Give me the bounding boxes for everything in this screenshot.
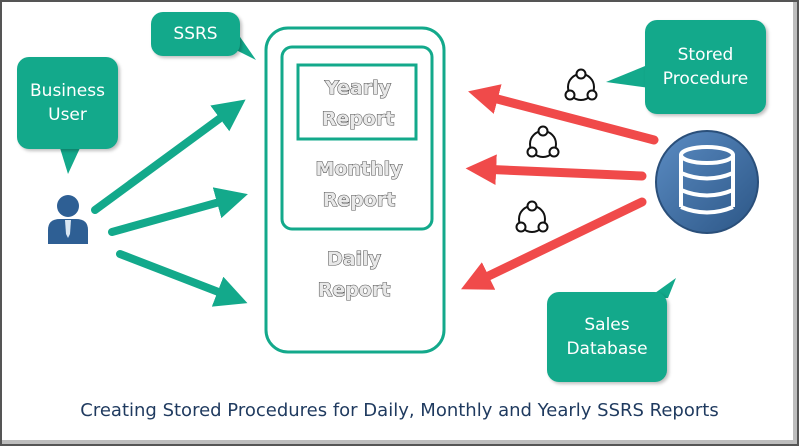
db-to-daily-arrow [461,197,647,290]
db-to-monthly-arrow [465,154,647,185]
db-to-yearly-arrow [468,84,659,145]
user-to-yearly-arrow [91,99,246,214]
database-icon [655,130,759,234]
stored-procedure-label-line2: Procedure [662,69,749,89]
ssrs-container [264,26,446,354]
procedure-node-icon [515,200,549,233]
user-to-monthly-arrow [108,187,248,236]
business-user-label-line2: User [48,105,87,125]
yearly-report-highlight [296,63,418,141]
daily-report-line2: Report [318,279,391,301]
business-user-callout-tail [60,148,80,174]
monthly-yearly-group [280,45,434,231]
business-user-callout: Business User [17,57,118,149]
ssrs-callout: SSRS [151,12,240,56]
ssrs-label: SSRS [173,24,218,44]
user-to-daily-arrow [116,250,248,307]
procedure-node-icon [526,125,560,158]
sales-database-callout: Sales Database [547,292,667,382]
business-user-label-line1: Business [30,81,105,101]
yearly-report-line2: Report [322,108,395,130]
monthly-report-line2: Report [323,189,396,211]
yearly-report-line1: Yearly [324,77,392,99]
stored-procedure-callout: Stored Procedure [645,20,766,114]
user-icon [48,195,88,244]
daily-report-line1: Daily [327,248,382,270]
stored-procedure-label-line1: Stored [677,45,734,65]
stored-procedure-callout-tail [606,64,650,88]
diagram-caption: Creating Stored Procedures for Daily, Mo… [80,400,719,421]
sales-database-label-line2: Database [566,339,648,359]
monthly-report-line1: Monthly [316,158,404,180]
sales-database-label-line1: Sales [584,315,630,335]
procedure-node-icon [564,68,598,101]
